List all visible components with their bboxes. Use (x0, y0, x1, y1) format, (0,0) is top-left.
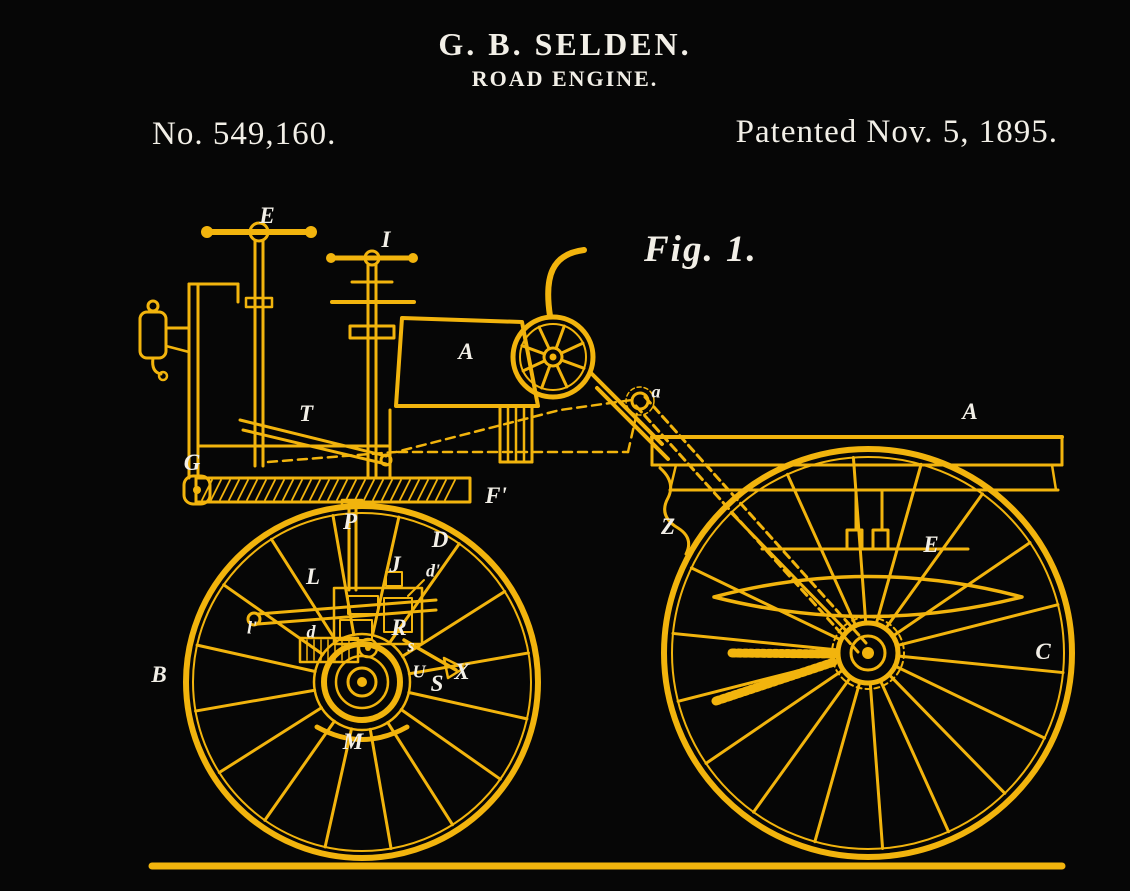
perch-spring (660, 468, 689, 554)
rear-wheel (664, 449, 1072, 857)
crank-arm (732, 653, 836, 654)
footboard (184, 476, 470, 504)
seat-frame (189, 284, 391, 478)
footboard-hatch (202, 480, 455, 500)
lamp (140, 301, 189, 380)
clutch-lever (404, 640, 456, 670)
perch-bar (590, 372, 662, 444)
muffler-hatch (307, 640, 349, 660)
crank-arm (716, 662, 834, 701)
steering-tiller (201, 223, 317, 466)
seat-back (548, 250, 584, 316)
front-wheel (186, 506, 538, 858)
chain-sprocket (632, 393, 648, 409)
wheel-spring-lens (714, 577, 1022, 617)
flywheel (513, 250, 593, 397)
steering-linkage (268, 400, 638, 462)
spring-shackle (873, 530, 888, 549)
carriage-body (590, 372, 1062, 554)
